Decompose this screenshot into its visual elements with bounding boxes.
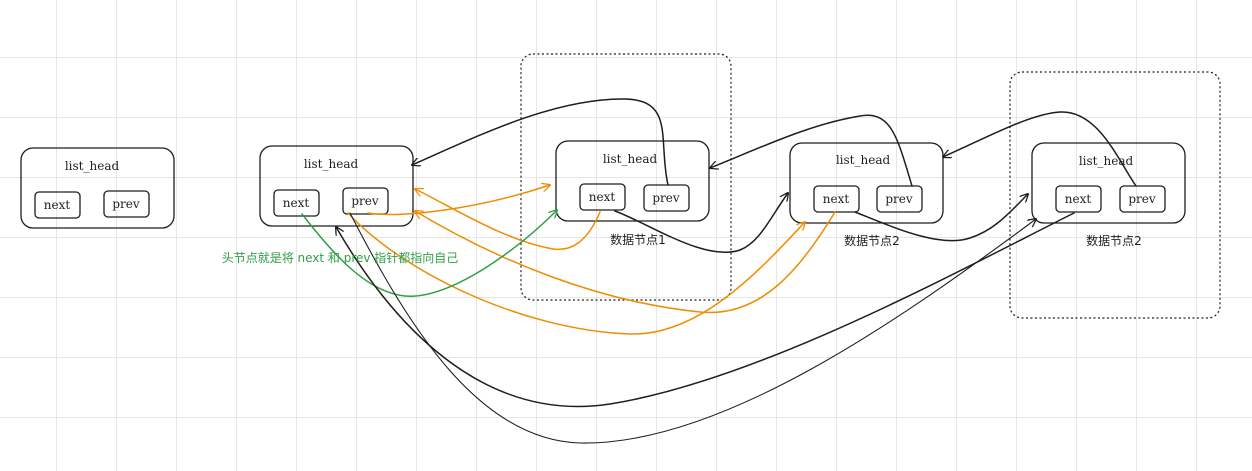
arrow-data1-next-to-head-orange <box>415 189 601 251</box>
next-field-head: next <box>282 196 310 210</box>
prev-field-data2: prev <box>885 192 913 206</box>
arrow-data3-prev-to-data2 <box>943 111 1137 187</box>
prev-field-box <box>342 187 389 215</box>
node-title-head: list_head <box>303 157 359 171</box>
next-field-box <box>1055 185 1102 213</box>
node-caption-data1: 数据节点1 <box>610 233 666 247</box>
prev-field-standalone: prev <box>112 197 140 211</box>
node-title-data3: list_head <box>1078 154 1134 168</box>
prev-field-head: prev <box>351 194 379 208</box>
prev-field-box <box>103 190 150 218</box>
next-field-box <box>34 191 81 219</box>
arrow-data3-next-to-head-outer <box>336 212 1075 408</box>
next-field-data2: next <box>822 192 850 206</box>
node-standalone <box>20 147 175 229</box>
arrow-data2-next-to-data3 <box>854 194 1028 242</box>
next-field-data1: next <box>588 190 616 204</box>
node-box <box>555 140 710 222</box>
prev-field-box <box>643 184 690 212</box>
prev-field-box <box>1119 185 1166 213</box>
node-title-standalone: list_head <box>64 159 120 173</box>
next-field-box <box>273 189 320 217</box>
arrow-head-next-to-data1-orange <box>367 185 550 216</box>
node-data1 <box>555 140 710 222</box>
prev-field-data1: prev <box>652 191 680 205</box>
next-field-data3: next <box>1064 192 1092 206</box>
node-title-data2: list_head <box>835 153 891 167</box>
arrow-data1-prev-to-head <box>412 98 669 186</box>
node-box <box>20 147 175 229</box>
node-caption-data2: 数据节点2 <box>844 234 900 248</box>
next-field-box <box>813 185 860 213</box>
arrow-head-prev-to-data3 <box>349 212 1036 444</box>
group-frame-data1 <box>520 53 732 301</box>
prev-field-data3: prev <box>1128 192 1156 206</box>
next-field-box <box>579 183 626 211</box>
arrow-data2-next-to-head-orange <box>415 211 836 314</box>
node-box <box>789 142 944 224</box>
arrow-data2-prev-to-data1 <box>710 114 913 187</box>
annotation-text: 头节点就是将 next 和 prev 指针都指向自己 <box>221 251 459 265</box>
node-data2 <box>789 142 944 224</box>
arrow-head-self-green <box>301 210 557 297</box>
node-title-data1: list_head <box>602 152 658 166</box>
node-caption-data3: 数据节点2 <box>1086 234 1142 248</box>
next-field-standalone: next <box>43 198 71 212</box>
arrow-data1-next-to-data2 <box>614 193 788 253</box>
prev-field-box <box>876 185 923 213</box>
arrow-head-prev-to-data2-next-orange <box>347 212 805 335</box>
group-frame-data3 <box>1009 71 1221 319</box>
